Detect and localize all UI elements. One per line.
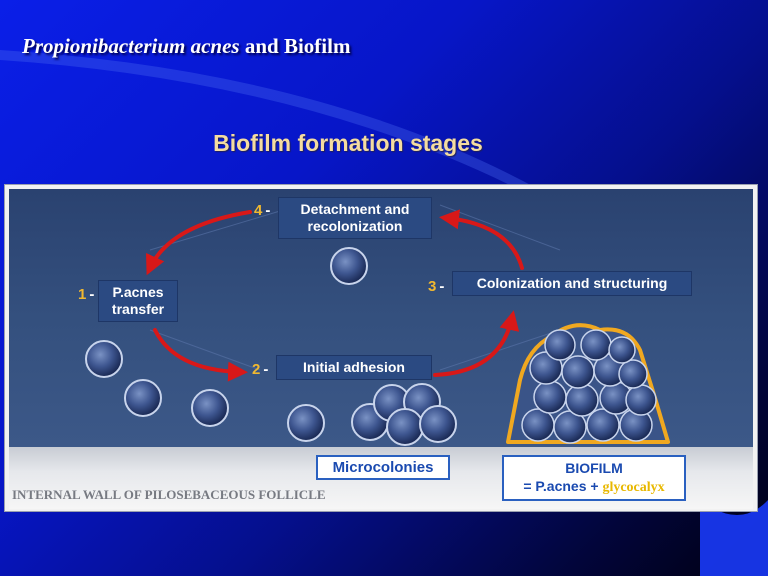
stage-1-label: P.acnes transfer [98, 280, 178, 322]
stage-3-number: 3- [428, 278, 445, 295]
cell [618, 359, 648, 389]
cell [191, 389, 229, 427]
cell [419, 405, 457, 443]
stage-1-number: 1- [78, 286, 95, 303]
cell [580, 329, 612, 361]
arrow-2-to-3 [433, 310, 520, 377]
title-italic: Propionibacterium acnes [22, 34, 240, 58]
microcolony-cells [351, 383, 457, 446]
cycle-arrows [146, 209, 524, 382]
cell [124, 379, 162, 417]
stage-3-label-line1: Colonization and structuring [476, 275, 668, 291]
stage-1-label-line1: P.acnes [112, 284, 164, 300]
biofilm-mound [506, 323, 670, 444]
cell [586, 408, 620, 442]
biofilm-title: BIOFILM [565, 460, 623, 476]
cell [287, 404, 325, 442]
cell [386, 408, 424, 446]
arrow-1-to-2 [153, 328, 248, 382]
cell [533, 380, 567, 414]
arrow-4-to-1 [146, 210, 252, 276]
cell [608, 336, 636, 364]
diagram-subtitle: Biofilm formation stages [213, 130, 483, 156]
cell [330, 247, 368, 285]
stage-4-label-line2: recolonization [307, 218, 403, 234]
stage-4-number: 4- [254, 202, 271, 219]
cell [85, 340, 123, 378]
stage-3-label: Colonization and structuring [452, 271, 692, 296]
stage-4-label-line1: Detachment and [300, 201, 410, 217]
microcolonies-label: Microcolonies [316, 455, 450, 480]
planktonic-cells [85, 247, 368, 442]
glycocalyx-text: glycocalyx [602, 480, 665, 495]
biofilm-legend: BIOFILM = P.acnes + glycocalyx [502, 455, 686, 501]
title-rest: and Biofilm [239, 34, 351, 58]
stage-2-label-line1: Initial adhesion [303, 359, 405, 375]
cell [561, 355, 595, 389]
cell [544, 329, 576, 361]
stage-2-number: 2- [252, 361, 269, 378]
stage-4-label: Detachment and recolonization [278, 197, 432, 239]
stage-1-label-line2: transfer [111, 301, 165, 317]
arrow-3-to-4 [439, 209, 524, 270]
cell [565, 383, 599, 417]
biofilm-equation: = P.acnes + glycocalyx [504, 477, 684, 497]
follicle-wall-label: INTERNAL WALL OF PILOSEBACEOUS FOLLICLE [12, 487, 326, 502]
stage-2-label: Initial adhesion [276, 355, 432, 380]
slide-title: Propionibacterium acnes and Biofilm [22, 34, 350, 59]
biofilm-eq-prefix: = P.acnes + [523, 478, 599, 494]
cell [625, 384, 657, 416]
cell [521, 408, 555, 442]
